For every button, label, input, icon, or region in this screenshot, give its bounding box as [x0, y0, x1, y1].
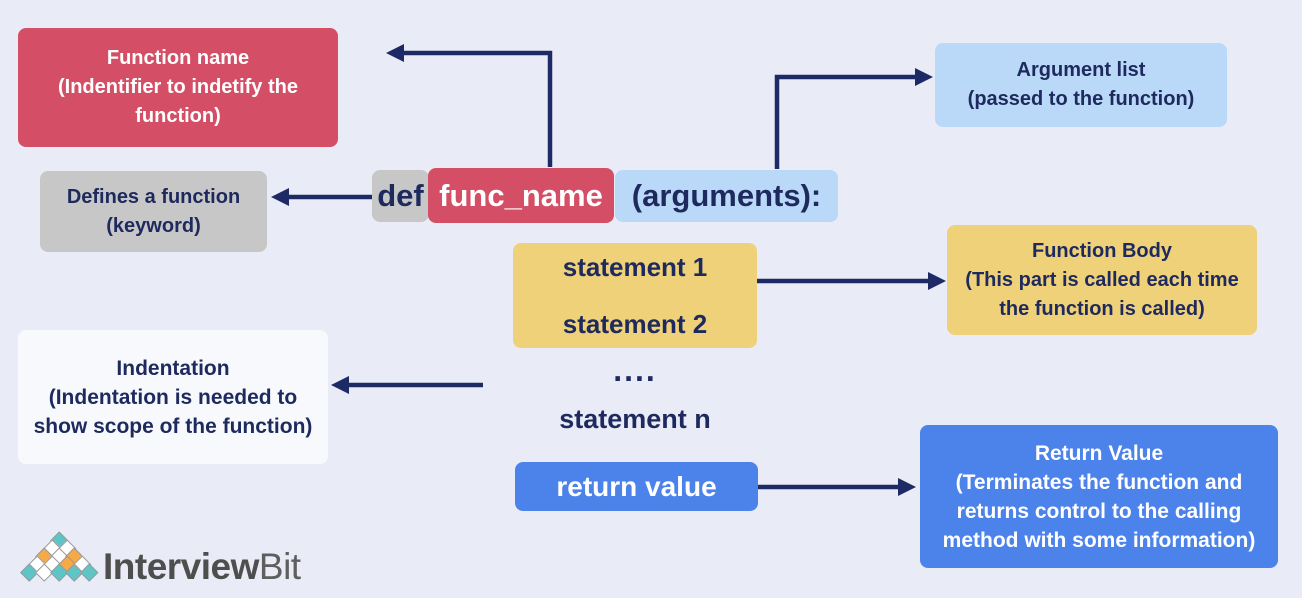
code-keyword-def: def	[372, 170, 429, 222]
logo-diamond-white	[73, 555, 91, 574]
defines-function-callout: Defines a function (keyword)	[40, 171, 267, 252]
interviewbit-wordmark: InterviewBit	[103, 546, 301, 588]
logo-diamond-white	[28, 555, 46, 574]
arrowhead-left-indentation	[331, 376, 349, 394]
indentation-callout: Indentation (Indentation is needed to sh…	[18, 330, 328, 464]
function-name-callout: Function name (Indentifier to indetify t…	[18, 28, 338, 147]
indentation-desc: (Indentation is needed to show scope of …	[33, 385, 313, 438]
logo-diamond-teal	[80, 563, 99, 582]
logo-diamond-white	[43, 555, 61, 574]
arrowhead-left-functionname	[386, 44, 404, 62]
statement-2: statement 2	[562, 308, 708, 339]
indentation-title: Indentation	[116, 356, 230, 380]
argument-list-desc: (passed to the function)	[967, 88, 1195, 110]
arrowhead-left-defines	[271, 188, 289, 206]
function-body-title: Function Body	[1032, 239, 1172, 262]
arrowhead-right-functionbody	[928, 272, 946, 290]
logo-diamond-orange	[35, 547, 54, 566]
code-arguments: (arguments):	[615, 170, 838, 222]
return-value-callout: Return Value (Terminates the function an…	[920, 425, 1278, 568]
logo-diamond-white	[35, 563, 54, 582]
function-name-title: Function name	[106, 47, 250, 69]
logo-diamond-teal	[50, 563, 69, 582]
statement-n: statement n	[559, 404, 711, 434]
arrow-funcname-to-functionname-box	[392, 50, 553, 167]
wordmark-interview: Interview	[103, 546, 259, 587]
defines-function-title: Defines a function	[66, 185, 241, 208]
arrow-args-to-argumentlist-box	[774, 74, 926, 169]
logo-diamond-white	[50, 547, 69, 566]
statements-block: statement 1 statement 2	[513, 243, 757, 348]
logo-diamond-white	[43, 539, 61, 558]
logo-diamond-teal	[50, 531, 69, 550]
return-value-desc: (Terminates the function and returns con…	[942, 470, 1256, 552]
return-value-pill: return value	[515, 462, 758, 511]
return-value-title: Return Value	[1034, 441, 1164, 465]
logo-diamond-orange	[65, 547, 84, 566]
logo-diamond-teal	[65, 563, 84, 582]
arrowhead-right-returnvalue	[898, 478, 916, 496]
argument-list-title: Argument list	[1016, 59, 1146, 81]
argument-list-callout: Argument list (passed to the function)	[935, 43, 1227, 127]
ellipsis-dots: ....	[613, 352, 657, 388]
function-body-desc: (This part is called each time the funct…	[965, 268, 1239, 320]
function-body-callout: Function Body (This part is called each …	[947, 225, 1257, 335]
wordmark-bit: Bit	[258, 546, 301, 587]
logo-diamond-orange	[58, 555, 76, 574]
logo-diamond-teal	[20, 563, 39, 582]
arrowhead-right-argumentlist	[915, 68, 933, 86]
code-function-name: func_name	[428, 168, 614, 223]
function-name-desc: (Indentifier to indetify the function)	[58, 76, 298, 127]
logo-diamond-white	[58, 539, 76, 558]
defines-function-desc: (keyword)	[106, 214, 201, 237]
statement-1: statement 1	[562, 251, 708, 282]
